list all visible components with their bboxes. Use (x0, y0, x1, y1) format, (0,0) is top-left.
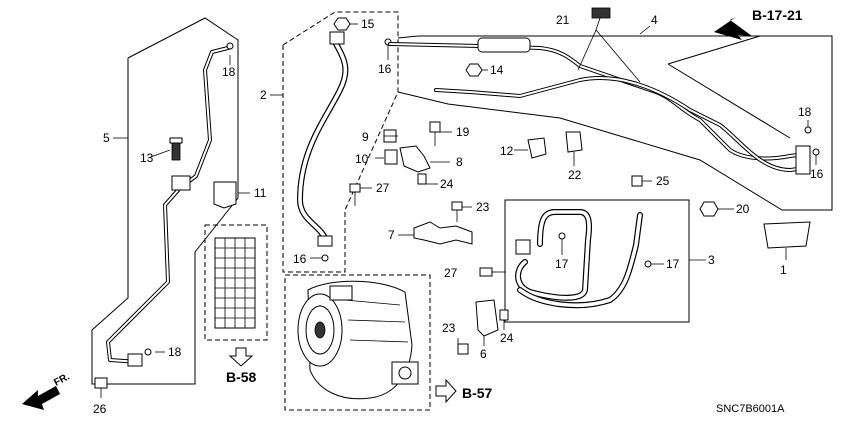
condenser-frame (204, 224, 268, 341)
callout-22: 22 (568, 168, 582, 182)
callout-14: 14 (490, 63, 504, 77)
callout-10: 10 (355, 152, 369, 166)
nut-14 (465, 63, 483, 77)
leader-lines (113, 17, 817, 353)
o-ring-16b (321, 254, 329, 262)
callout-2: 2 (260, 88, 267, 102)
pipe-4-sleeve (477, 37, 531, 53)
o-ring-18a (226, 42, 234, 50)
callout-25: 25 (656, 174, 670, 188)
callout-24b: 24 (500, 331, 514, 345)
group-4-frame (397, 35, 833, 211)
callout-13: 13 (140, 151, 154, 165)
label-1 (763, 221, 811, 249)
callout-4: 4 (651, 13, 658, 27)
callout-26: 26 (93, 402, 107, 416)
group-3-frame (504, 199, 690, 323)
b58-arrow-icon (228, 347, 254, 367)
pipe-4-end-fitting (795, 145, 811, 175)
callout-6: 6 (480, 347, 487, 361)
callout-numbers: 1 2 3 4 5 6 7 8 9 10 11 12 13 14 15 16 1… (93, 13, 824, 416)
callout-17a: 17 (555, 257, 569, 271)
bolt-23b (457, 343, 469, 355)
valve-10 (384, 149, 398, 165)
clip-12 (527, 137, 547, 159)
group-2-frame (282, 11, 399, 273)
callout-18c: 18 (168, 345, 182, 359)
bracket-7 (413, 221, 473, 245)
reference-b58: B-58 (226, 369, 257, 385)
callout-16b: 16 (293, 252, 307, 266)
nut-15 (333, 17, 351, 31)
bolt-26 (94, 377, 108, 389)
pipe-4 (388, 42, 807, 161)
group-4-inner-2 (667, 63, 791, 139)
callout-27b: 27 (444, 266, 458, 280)
group-4-inner (667, 35, 761, 65)
hose-2-fitting-top (329, 31, 345, 45)
sensor-21 (591, 7, 611, 19)
callout-24a: 24 (440, 177, 454, 191)
bracket-6 (475, 299, 499, 337)
callout-16c: 16 (810, 167, 824, 181)
callout-11: 11 (254, 186, 267, 200)
bolt-27a (349, 183, 361, 193)
o-ring-16c (812, 148, 820, 156)
hose-2-fitting-bottom (317, 235, 333, 247)
compressor (297, 280, 419, 400)
o-ring-18b (804, 126, 812, 134)
reference-b57: B-57 (462, 385, 493, 401)
condenser (214, 237, 256, 329)
callout-16a: 16 (378, 62, 392, 76)
callout-23b: 23 (442, 321, 456, 335)
bolt-24a (417, 173, 427, 185)
bolt-27b (479, 267, 493, 277)
b57-arrow-icon (435, 378, 457, 404)
callout-18b: 18 (798, 105, 812, 119)
front-direction-label: FR. (52, 371, 72, 388)
bolt-19 (429, 121, 441, 133)
reference-b1721: B-17-21 (752, 7, 803, 23)
bolt-25 (631, 175, 643, 187)
o-ring-17b (644, 260, 652, 268)
front-arrow-icon (22, 386, 60, 410)
b1721-arrow-icon (714, 17, 752, 40)
pipe-5-end-fitting (127, 353, 143, 367)
clip-22 (565, 131, 583, 153)
hose-2 (297, 39, 349, 243)
group-5-frame (91, 17, 239, 385)
callout-21: 21 (556, 13, 570, 27)
callout-8: 8 (456, 155, 463, 169)
compressor-frame (284, 274, 431, 411)
bolt-24b (499, 309, 509, 321)
pipe-5-fitting (171, 175, 191, 191)
sensor-13 (171, 141, 181, 161)
pipe-5 (106, 46, 230, 364)
callout-3: 3 (708, 253, 715, 267)
hose-3-fitting (515, 239, 531, 255)
callout-27a: 27 (376, 181, 390, 195)
callout-19: 19 (456, 125, 470, 139)
callout-12: 12 (500, 144, 514, 158)
o-ring-17a (558, 232, 566, 240)
bolt-23a (451, 201, 463, 211)
callout-20: 20 (736, 202, 750, 216)
callout-7: 7 (388, 228, 395, 242)
callout-5: 5 (103, 131, 110, 145)
callout-23a: 23 (476, 200, 490, 214)
diagram-code: SNC7B6001A (716, 403, 785, 415)
nut-20 (699, 201, 719, 217)
clamp-11 (213, 181, 237, 209)
callout-17b: 17 (666, 257, 680, 271)
o-ring-18c (144, 348, 152, 356)
callout-18a: 18 (222, 65, 236, 79)
callout-9: 9 (362, 130, 369, 144)
callout-1: 1 (780, 263, 787, 277)
bracket-8 (399, 145, 431, 173)
hose-3 (515, 209, 592, 301)
callout-15: 15 (361, 17, 375, 31)
